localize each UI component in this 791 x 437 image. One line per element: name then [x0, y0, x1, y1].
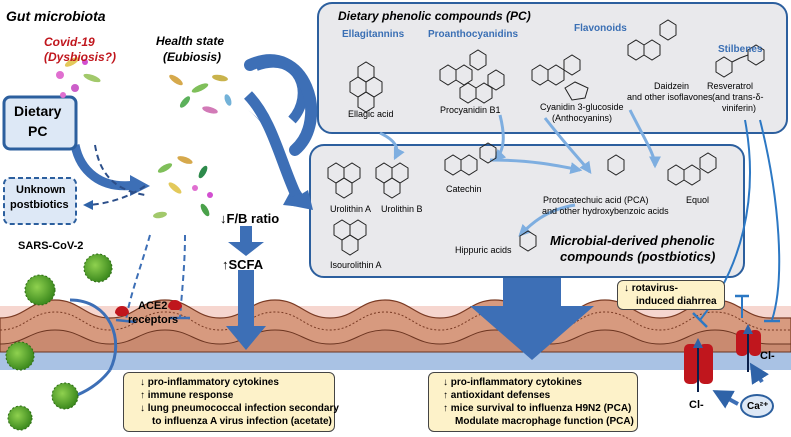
- class-flavonoids: Flavonoids: [574, 23, 627, 34]
- postbiotic-effects-box: ↓ pro-inflammatory cytokines ↑ antioxida…: [428, 372, 638, 432]
- daidzein-label-1: Daidzein: [654, 81, 690, 91]
- scfa-effect-2: ↑ immune response: [140, 390, 234, 401]
- fb-ratio-label: ↓F/B ratio: [220, 211, 280, 226]
- post-effect-1: ↓ pro-inflammatory cytokines: [443, 377, 582, 388]
- hippuric-label: Hippuric acids: [455, 245, 512, 255]
- class-stilbenes: Stilbenes: [718, 44, 763, 55]
- dysbiosis-label: (Dysbiosis?): [44, 50, 117, 64]
- isourolithin-label: Isourolithin A: [330, 260, 382, 270]
- calcium-ion: Ca²⁺: [740, 394, 774, 418]
- dietary-pc-box: [2, 95, 78, 151]
- scfa-label: ↑SCFA: [222, 257, 264, 272]
- chloride-label-2: Cl-: [760, 350, 775, 362]
- molecules: [327, 19, 765, 256]
- intestinal-epithelium: [0, 299, 791, 370]
- urolithin-a-label: Urolithin A: [330, 204, 372, 214]
- postbiotics-box: [309, 144, 745, 278]
- eubiosis-label: (Eubiosis): [163, 50, 222, 64]
- health-state-label: Health state: [156, 34, 225, 48]
- procyanidin-label: Procyanidin B1: [440, 105, 501, 115]
- daidzein-label-2: and other isoflavones: [627, 92, 713, 102]
- scfa-effects-box: ↓ pro-inflammatory cytokines ↑ immune re…: [123, 372, 339, 432]
- catechin-label: Catechin: [446, 184, 482, 194]
- chloride-channel-2: [736, 324, 761, 372]
- chloride-label-1: Cl-: [689, 399, 704, 411]
- scfa-down-arrow: [226, 326, 266, 350]
- scfa-effect-1: ↓ pro-inflammatory cytokines: [140, 377, 279, 388]
- pc-box-title: Dietary phenolic compounds (PC): [338, 9, 531, 23]
- rotavirus-box: ↓ rotavirus- induced diahrrea: [617, 280, 725, 310]
- pca-label-1: Protocatechuic acid (PCA): [543, 195, 649, 205]
- equol-label: Equol: [686, 195, 710, 205]
- class-proanthocyanidins: Proanthocyanidins: [428, 29, 519, 40]
- scfa-effect-3: ↓ lung pneumococcal infection secondary: [140, 403, 339, 414]
- covid-label: Covid-19: [44, 35, 95, 49]
- dietary-pc-label-2: PC: [28, 123, 48, 139]
- cyanidin-label-1: Cyanidin 3-glucoside: [540, 102, 624, 112]
- unknown-label-2: postbiotics: [10, 199, 69, 211]
- dietary-pc-label-1: Dietary: [14, 103, 62, 119]
- resveratrol-label-1: Resveratrol: [707, 81, 754, 91]
- cyanidin-label-2: (Anthocyanins): [552, 113, 613, 123]
- sars-cov-2-label: SARS-CoV-2: [18, 240, 84, 252]
- gut-microbiota-title: Gut microbiota: [6, 8, 106, 24]
- chloride-channel-1: [684, 338, 713, 392]
- pc-box: [317, 2, 788, 134]
- post-effect-4: Modulate macrophage function (PCA): [455, 416, 634, 427]
- postbiotics-down-arrow: [470, 306, 594, 360]
- resveratrol-label-2: (and trans-δ-: [712, 92, 764, 102]
- scfa-effect-4: to influenza A virus infection (acetate): [152, 416, 332, 427]
- post-effect-3: ↑ mice survival to influenza H9N2 (PCA): [443, 403, 632, 414]
- unknown-label-1: Unknown: [16, 184, 66, 196]
- sars-cov-2-viruses: [5, 253, 113, 431]
- resveratrol-label-3: viniferin): [722, 103, 757, 113]
- receptors-label: receptors: [128, 314, 179, 326]
- conversion-arrows: [379, 109, 661, 237]
- rotavirus-line-1: ↓ rotavirus-: [624, 283, 678, 294]
- urolithin-b-label: Urolithin B: [381, 204, 423, 214]
- class-ellagitannins: Ellagitannins: [342, 29, 405, 40]
- microbes: [56, 57, 232, 219]
- postbiotics-title-2: compounds (postbiotics): [560, 249, 716, 264]
- pca-label-2: and other hydroxybenzoic acids: [542, 206, 669, 216]
- unknown-postbiotics-box: [3, 177, 77, 225]
- ellagic-acid-label: Ellagic acid: [348, 109, 394, 119]
- post-effect-2: ↑ antioxidant defenses: [443, 390, 551, 401]
- rotavirus-line-2: induced diahrrea: [636, 296, 717, 307]
- ace2-label: ACE2: [138, 300, 168, 312]
- postbiotics-title-1: Microbial-derived phenolic: [550, 233, 715, 248]
- ace2-receptors: [115, 300, 182, 316]
- calcium-label: Ca²⁺: [747, 401, 769, 412]
